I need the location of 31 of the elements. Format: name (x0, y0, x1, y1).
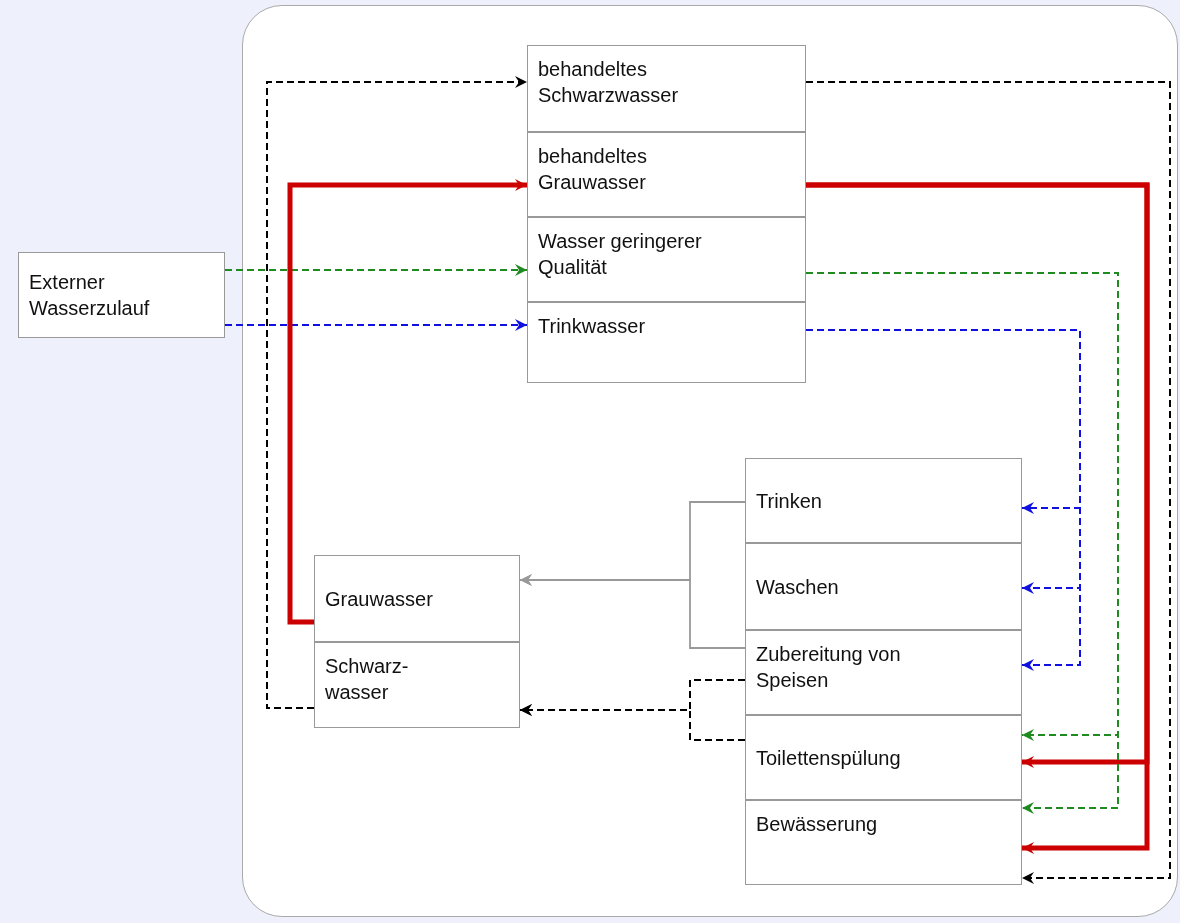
box-label: Externer Wasserzulauf (29, 270, 151, 321)
box-label: Zubereitung von Speisen (756, 642, 902, 693)
box-label: Toilettenspülung (756, 745, 901, 771)
arrow (805, 81, 1171, 884)
process-box (527, 217, 806, 302)
process-box (314, 642, 520, 728)
arrow (519, 574, 746, 649)
box-label: behandeltes Schwarzwasser (538, 57, 680, 108)
box-label: Waschen (756, 574, 839, 600)
arrow (519, 704, 746, 741)
process-box (314, 555, 520, 642)
box-label: behandeltes Grauwasser (538, 144, 648, 195)
box-label: Trinkwasser (538, 314, 646, 339)
box-label: Wasser geringerer Qualität (538, 229, 703, 280)
box-label: Bewässerung (756, 812, 878, 837)
process-box (745, 715, 1022, 800)
box-label: Schwarz- wasser (325, 654, 410, 705)
process-box (745, 458, 1022, 543)
process-box (745, 543, 1022, 630)
process-box (527, 132, 806, 217)
arrow (287, 179, 527, 625)
arrow (266, 76, 528, 709)
process-box (745, 630, 1022, 715)
process-box (527, 45, 806, 132)
box-label: Trinken (756, 488, 822, 514)
arrow (224, 319, 528, 331)
process-box (745, 800, 1022, 885)
process-box (18, 252, 225, 338)
box-label: Grauwasser (325, 586, 433, 612)
arrow (224, 264, 528, 276)
process-box (527, 302, 806, 383)
